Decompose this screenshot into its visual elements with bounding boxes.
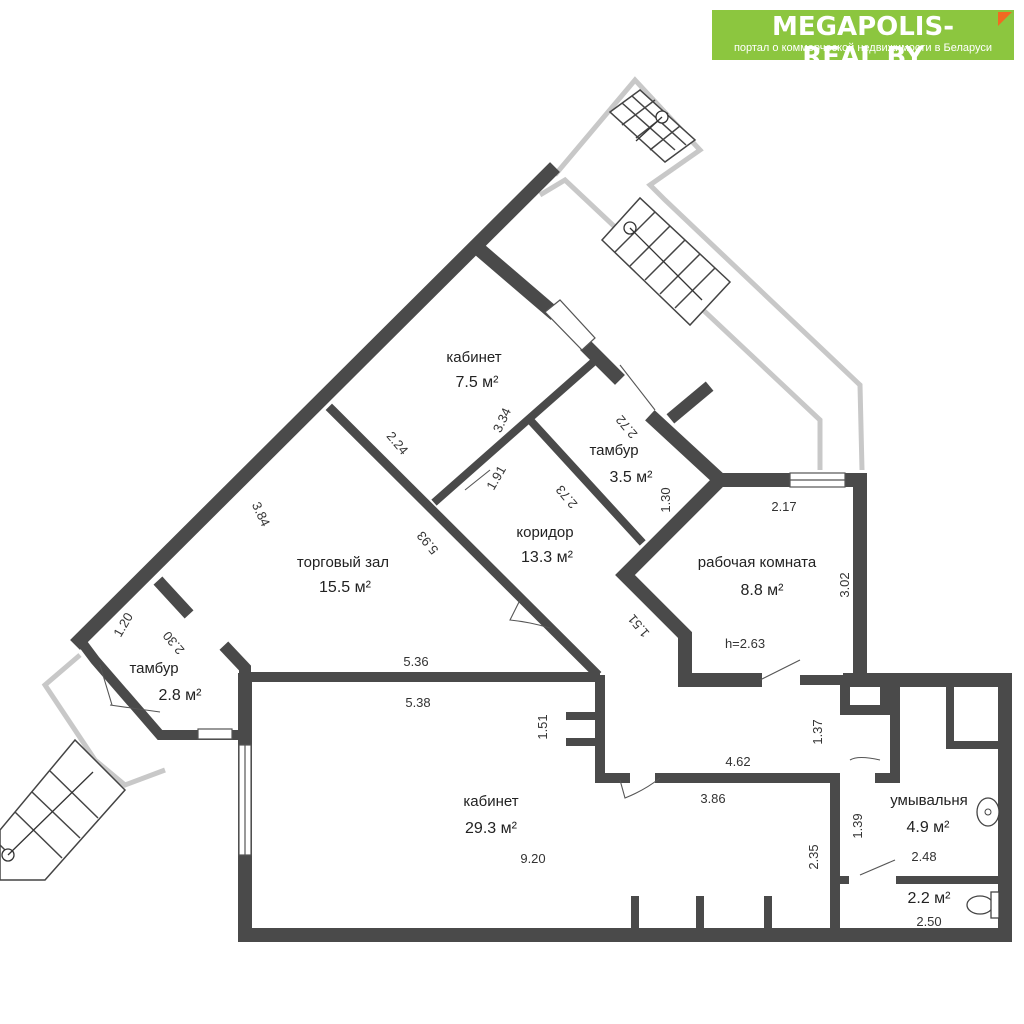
- toilet-icon: [966, 891, 1000, 919]
- dimension-label: h=2.63: [725, 636, 765, 651]
- dimension-label: 2.30: [160, 628, 188, 657]
- dimension-label: 2.72: [613, 412, 641, 441]
- dimension-label: 5.93: [414, 528, 442, 557]
- window-icon: [197, 299, 846, 856]
- walls: [70, 162, 1012, 942]
- room-tambur-left-area: 2.8 м²: [158, 687, 202, 704]
- room-work-room-area: 8.8 м²: [740, 582, 784, 599]
- dimension-label: 2.73: [553, 482, 581, 511]
- dimension-label: 9.20: [520, 851, 545, 866]
- dimension-label: 2.50: [916, 914, 941, 929]
- room-trade-hall-area: 15.5 м²: [319, 579, 372, 596]
- dimension-label: 1.51: [625, 611, 653, 640]
- dimension-label: 3.86: [700, 791, 725, 806]
- brand-logo[interactable]: MEGAPOLIS-REAL.BY портал о коммерческой …: [712, 10, 1014, 72]
- room-corridor-name: коридор: [516, 524, 573, 541]
- brand-title: MEGAPOLIS-REAL.BY: [771, 12, 954, 72]
- left-stair: [0, 738, 127, 881]
- dimension-label: 2.24: [384, 429, 412, 458]
- room-tambur-mid-area: 3.5 м²: [609, 469, 653, 486]
- dimension-label: 1.51: [535, 714, 550, 739]
- room-trade-hall-name: торговый зал: [297, 554, 389, 571]
- room-cabinet-top-area: 7.5 м²: [455, 374, 499, 391]
- dimension-label: 1.37: [810, 719, 825, 744]
- dimension-label: 1.39: [850, 813, 865, 838]
- room-cabinet-big-name: кабинет: [463, 793, 518, 810]
- stair-arrow-icon: [635, 116, 663, 142]
- door-swing-icon: [99, 364, 896, 876]
- middle-stair: [600, 196, 732, 327]
- stair-arrow-icon: [7, 771, 94, 856]
- sink-icon: [976, 797, 1000, 827]
- dimension-label: 2.17: [771, 499, 796, 514]
- room-washroom-area: 4.9 м²: [906, 819, 950, 836]
- sink-drain-icon: [984, 808, 992, 816]
- room-cabinet-big-area: 29.3 м²: [465, 820, 518, 837]
- room-cabinet-top-name: кабинет: [446, 349, 501, 366]
- room-toilet-area: 2.2 м²: [907, 890, 951, 907]
- dimension-label: 1.30: [658, 487, 673, 512]
- room-washroom-name: умывальня: [890, 792, 968, 809]
- dimension-label: 3.84: [249, 499, 273, 528]
- dimension-label: 2.48: [911, 849, 936, 864]
- dimension-label: 4.62: [725, 754, 750, 769]
- dimension-label: 1.91: [483, 463, 509, 492]
- room-work-room-name: рабочая комната: [698, 554, 817, 571]
- room-tambur-left-name: тамбур: [129, 660, 178, 677]
- brand-subtitle: портал о коммерческой недвижимости в Бел…: [733, 42, 993, 54]
- room-tambur-mid-name: тамбур: [589, 442, 638, 459]
- room-corridor-area: 13.3 м²: [521, 549, 574, 566]
- dimension-label: 5.38: [405, 695, 430, 710]
- brand-flag-icon: [998, 12, 1012, 26]
- stair-arrow-icon: [629, 227, 703, 301]
- dimension-label: 2.35: [806, 844, 821, 869]
- dimension-label: 3.02: [837, 572, 852, 597]
- dimension-label: 5.36: [403, 654, 428, 669]
